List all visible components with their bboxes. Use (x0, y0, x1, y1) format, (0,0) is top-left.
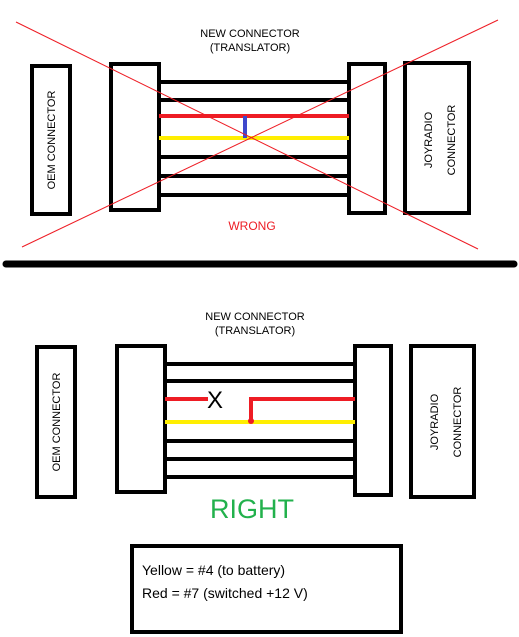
bottom-title-line2: (TRANSLATOR) (215, 325, 295, 337)
legend-frame (130, 544, 403, 634)
top-translator-left-block (109, 62, 161, 212)
top-title-line1: NEW CONNECTOR (200, 28, 299, 40)
bottom-joyradio-label-line2: CONNECTOR (452, 387, 464, 458)
bottom-joyradio-connector (409, 344, 476, 499)
top-joyradio-label-line1: JOYRADIO (423, 111, 435, 168)
legend-line-yellow: Yellow = #4 (to battery) (142, 562, 285, 578)
bottom-title-line1: NEW CONNECTOR (205, 311, 304, 323)
bottom-translator-left-block (115, 344, 167, 494)
top-joyradio-label-line2: CONNECTOR (446, 105, 458, 176)
legend-box: Yellow = #4 (to battery) Red = #7 (switc… (130, 544, 403, 634)
top-diagram: NEW CONNECTOR (TRANSLATOR) OEM CONNECTOR… (15, 19, 499, 250)
top-joyradio-connector (403, 61, 471, 215)
bottom-diagram: NEW CONNECTOR (TRANSLATOR) OEM CONNECTOR… (35, 311, 476, 524)
bottom-joyradio-label-line1: JOYRADIO (429, 393, 441, 450)
bottom-oem-connector (35, 345, 77, 499)
wrong-verdict: WRONG (228, 219, 275, 233)
bottom-oem-label: OEM CONNECTOR (51, 373, 63, 472)
wrong-cross-line-1 (15, 21, 479, 250)
top-translator-right-block (347, 62, 387, 215)
wrong-cross-line-2 (21, 19, 499, 248)
bottom-translator-right-block (353, 344, 393, 497)
bottom-red-wire-rerouted (249, 397, 355, 422)
top-oem-label: OEM CONNECTOR (46, 91, 58, 190)
cut-mark-icon: X (207, 387, 223, 414)
bottom-splice-point (248, 418, 254, 424)
right-verdict: RIGHT (210, 494, 294, 524)
top-title-line2: (TRANSLATOR) (210, 42, 290, 54)
legend-line-red: Red = #7 (switched +12 V) (142, 585, 308, 601)
top-oem-connector (30, 64, 72, 216)
